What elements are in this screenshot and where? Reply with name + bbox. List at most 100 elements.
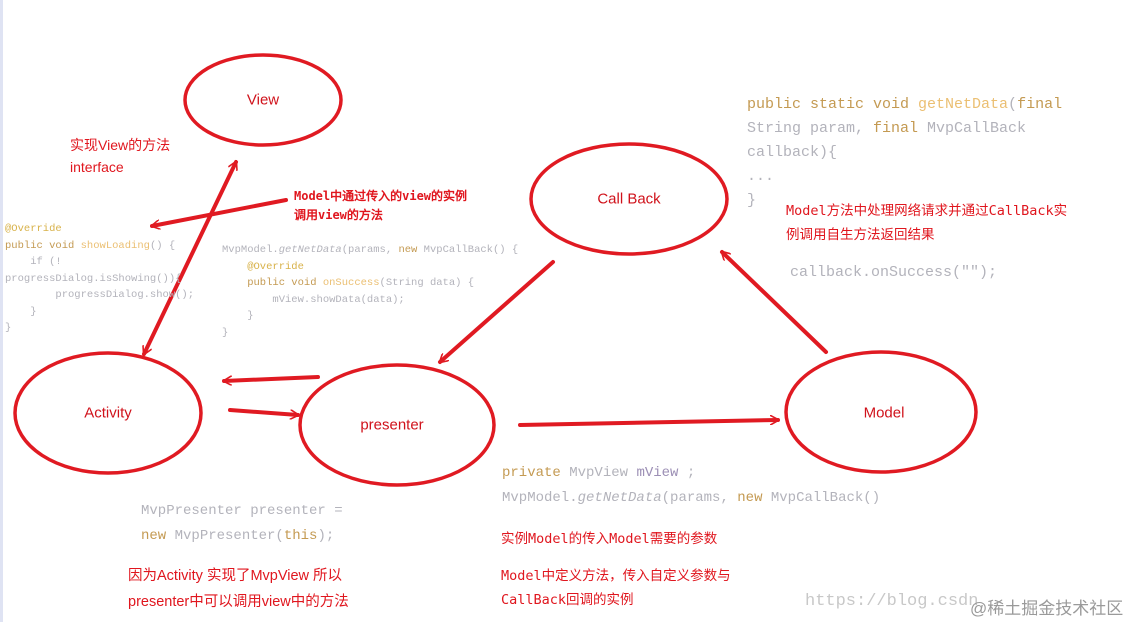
code-token: @Override <box>222 260 304 273</box>
code-line: } <box>222 308 518 325</box>
note-line: Model方法中处理网络请求并通过CallBack实 <box>786 203 1068 219</box>
note-model-calls-view: Model中通过传入的view的实例 调用view的方法 <box>294 187 467 225</box>
code-token: new <box>737 490 771 506</box>
note-model-define: Model中定义方法，传入自定义参数与 CallBack回调的实例 <box>501 564 731 612</box>
code-line: } <box>5 304 194 321</box>
code-token: } <box>222 310 254 322</box>
arrow-presenter-to-activity <box>224 375 320 381</box>
code-line: MvpModel.getNetData(params, new MvpCallB… <box>502 486 880 511</box>
code-line: public void showLoading() { <box>5 238 194 255</box>
code-token: progressDialog.show(); <box>5 289 195 301</box>
activity-node-ellipse <box>13 351 203 475</box>
note-line: interface <box>70 159 124 175</box>
callback-node-ellipse <box>529 142 729 256</box>
code-token: String param, <box>747 120 874 137</box>
view-node-label: View <box>246 91 280 109</box>
code-token: this <box>283 528 318 544</box>
watermark-site: @稀土掘金技术社区 <box>970 599 1124 618</box>
code-token: ; <box>686 465 696 481</box>
code-token: getNetData <box>918 96 1009 113</box>
code-line: } <box>5 320 194 337</box>
arrow-model-to-view-methods <box>152 198 288 226</box>
code-show-loading: @Override public void showLoading() { if … <box>5 221 194 337</box>
code-line: if (! <box>5 254 194 271</box>
code-token: new <box>398 244 424 256</box>
view-node-ellipse <box>183 53 343 147</box>
code-line: public void onSuccess(String data) { <box>222 275 518 292</box>
code-token: getNetData <box>577 490 662 506</box>
arrow-model-to-callback <box>720 250 828 354</box>
code-token: final <box>873 120 928 137</box>
code-token: onSuccess <box>322 277 380 289</box>
code-line: callback){ <box>747 141 1062 165</box>
code-line: ... <box>747 165 1062 189</box>
callback-node-label: Call Back <box>597 190 661 208</box>
code-token: final <box>1017 96 1063 113</box>
code-token: (params, <box>661 490 738 506</box>
code-token: @Override <box>5 223 62 235</box>
code-token: MvpView <box>569 465 637 481</box>
note-line: 因为Activity 实现了MvpView 所以 <box>128 568 343 584</box>
note-line: 实现View的方法 <box>70 137 171 153</box>
arrow-activity-to-presenter <box>228 408 298 415</box>
code-line: mView.showData(data); <box>222 292 518 309</box>
code-token: public void <box>222 277 323 289</box>
code-get-net-data-call: MvpModel.getNetData(params, new MvpCallB… <box>222 242 518 341</box>
code-token: private <box>502 465 570 481</box>
code-token: MvpPresenter( <box>174 528 284 544</box>
code-line: callback.onSuccess(""); <box>790 261 997 285</box>
code-line: } <box>747 189 1062 213</box>
note-line: presenter中可以调用view中的方法 <box>128 594 349 610</box>
note-line: 调用view的方法 <box>294 208 383 222</box>
watermark-url: https://blog.csdn <box>805 592 979 611</box>
code-presenter-new: MvpPresenter presenter =new MvpPresenter… <box>141 499 343 549</box>
code-token: ); <box>317 528 335 544</box>
code-token: (String data) { <box>379 277 475 289</box>
note-line: 例调用自生方法返回结果 <box>786 227 935 243</box>
code-token: mView.showData(data); <box>222 293 405 306</box>
code-token: callback){ <box>747 144 838 161</box>
code-line: MvpPresenter presenter = <box>141 499 343 524</box>
code-token: } <box>5 305 37 318</box>
code-token: () { <box>149 239 176 252</box>
presenter-node-ellipse <box>298 363 496 487</box>
code-token: } <box>747 192 757 209</box>
code-line: MvpModel.getNetData(params, new MvpCallB… <box>222 242 518 259</box>
note-line: CallBack回调的实例 <box>501 592 634 608</box>
model-node-ellipse <box>784 350 978 474</box>
code-line: @Override <box>5 221 194 238</box>
note-line: Model中通过传入的view的实例 <box>294 189 468 203</box>
code-token: MvpCallBack <box>927 120 1027 137</box>
code-presenter-fields: private MvpView mView ; MvpModel.getNetDa… <box>502 461 880 511</box>
note-activity-impl: 因为Activity 实现了MvpView 所以 presenter中可以调用v… <box>128 563 349 615</box>
arrow-presenter-to-model <box>518 420 778 427</box>
code-line: } <box>222 325 518 342</box>
activity-node-label: Activity <box>84 404 132 422</box>
code-token: MvpCallBack() <box>770 490 881 506</box>
arrow-view-activity <box>142 162 238 354</box>
code-token: (params, <box>341 244 399 256</box>
code-token: } <box>5 322 12 334</box>
code-token: mView <box>636 465 687 481</box>
code-line: String param, final MvpCallBack <box>747 117 1062 141</box>
code-token: } <box>222 326 229 339</box>
code-line: progressDialog.isShowing()){ <box>5 271 194 288</box>
code-token: public void <box>5 239 81 252</box>
code-callback-success: callback.onSuccess(""); <box>790 261 997 285</box>
code-line: public static void getNetData(final <box>747 93 1062 117</box>
code-token: MvpCallBack() { <box>423 244 519 256</box>
code-token: progressDialog.isShowing()){ <box>5 272 182 285</box>
model-node-label: Model <box>863 404 905 422</box>
code-token: showLoading <box>80 239 150 252</box>
code-token: getNetData <box>278 244 342 256</box>
note-view-interface: 实现View的方法 interface <box>70 134 170 178</box>
code-line: new MvpPresenter(this); <box>141 524 343 549</box>
code-token: callback.onSuccess(""); <box>790 264 998 281</box>
note-line: Model中定义方法，传入自定义参数与 <box>501 568 731 584</box>
code-line: progressDialog.show(); <box>5 287 194 304</box>
code-line: @Override <box>222 259 518 276</box>
note-model-network: Model方法中处理网络请求并通过CallBack实 例调用自生方法返回结果 <box>786 199 1067 247</box>
code-token: ... <box>747 168 775 185</box>
